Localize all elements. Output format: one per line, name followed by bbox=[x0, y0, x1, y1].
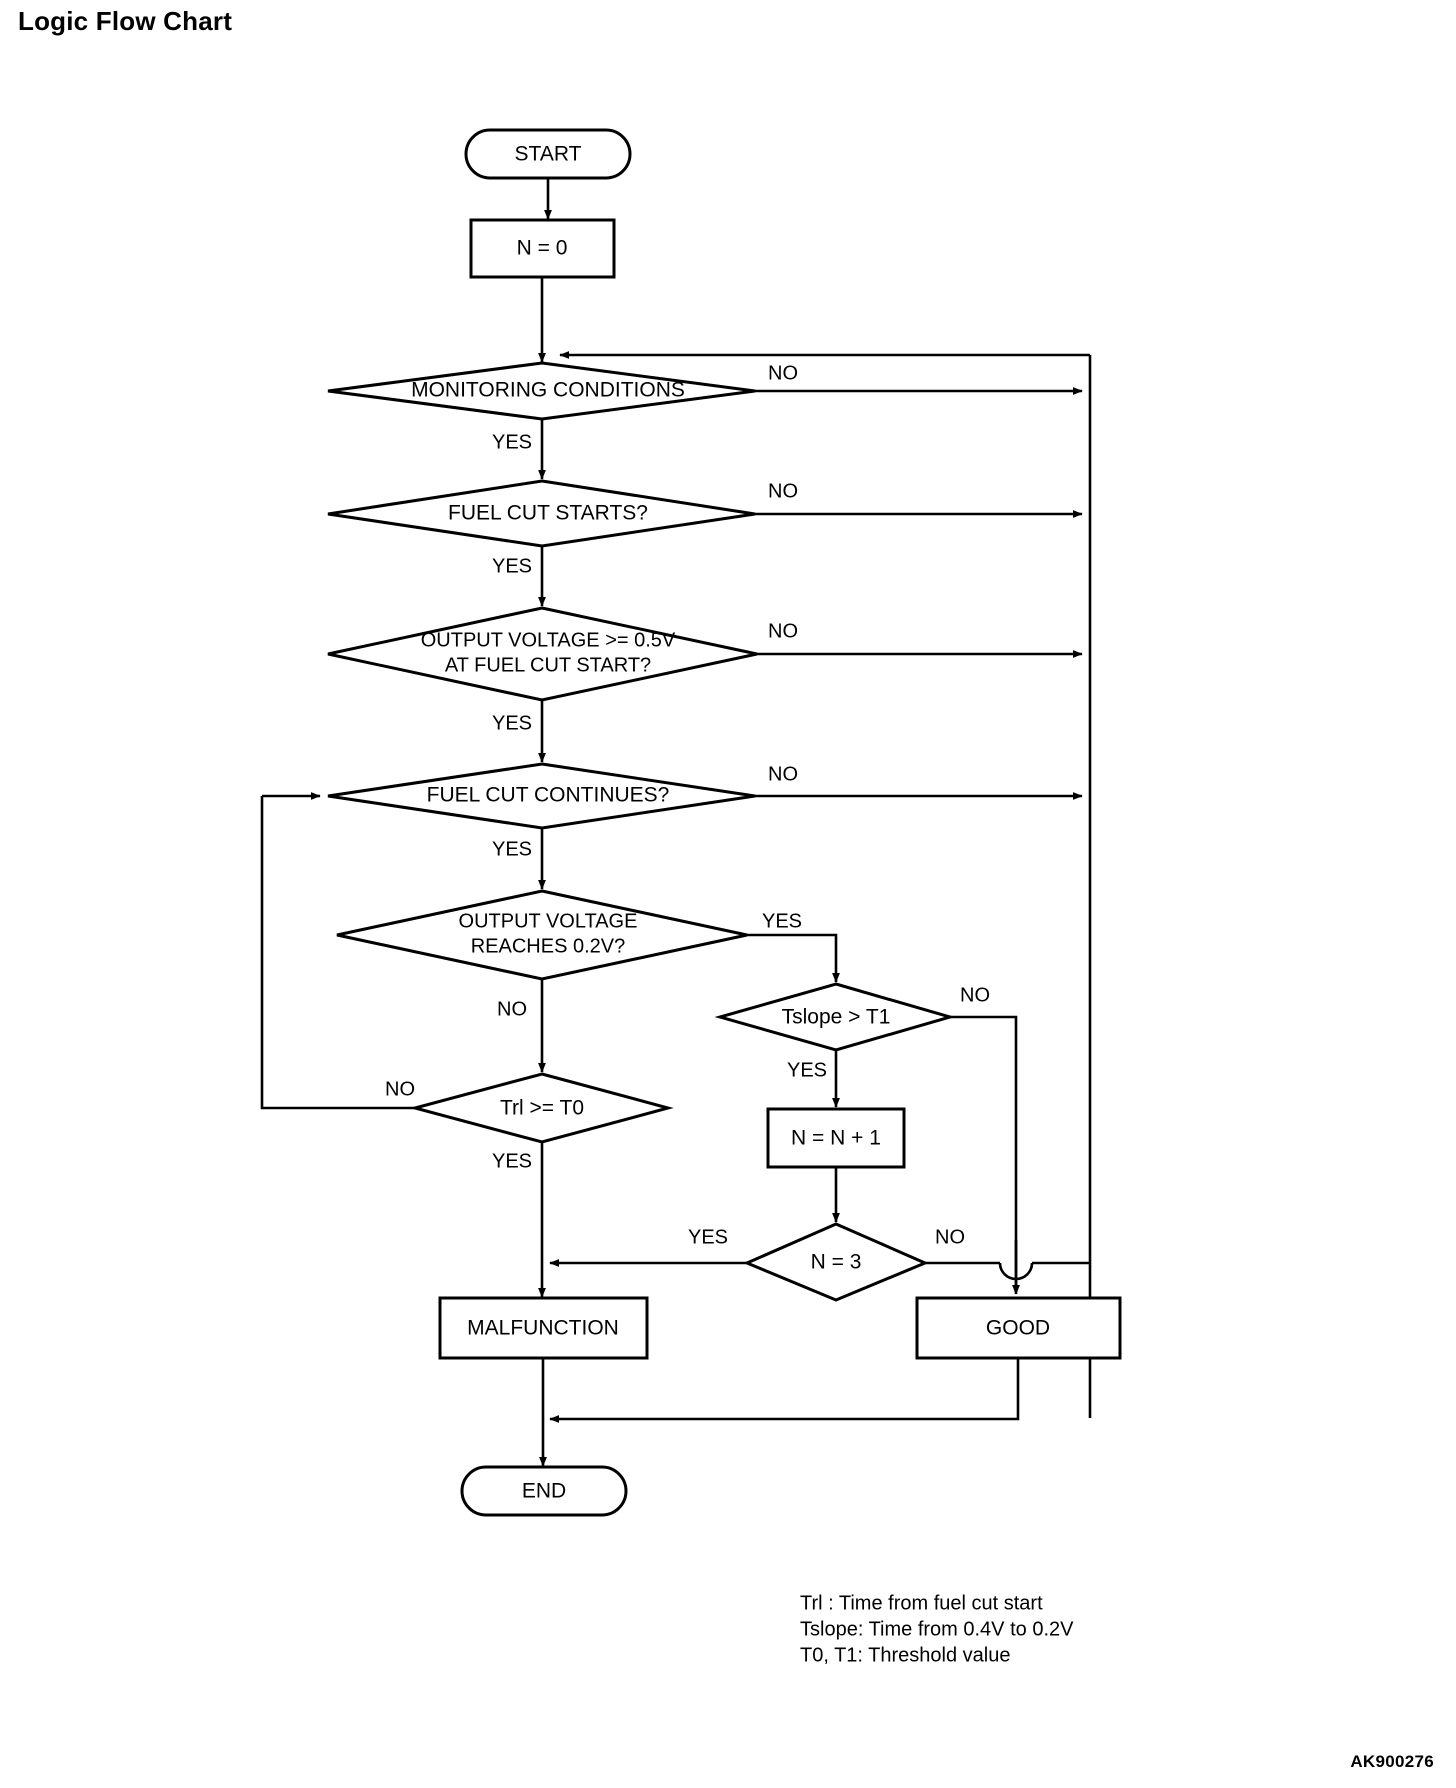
legend-line-3: T0, T1: Threshold value bbox=[800, 1644, 1011, 1666]
node-start-label: START bbox=[515, 143, 582, 166]
node-end: END bbox=[460, 1465, 628, 1517]
node-start: START bbox=[464, 128, 632, 180]
node-volt05-label-line1: OUTPUT VOLTAGE >= 0.5V bbox=[421, 629, 676, 651]
edge-label-fuelcutcont-no: NO bbox=[768, 763, 798, 785]
node-trl-label: Trl >= T0 bbox=[500, 1097, 584, 1120]
legend-line-1: Trl : Time from fuel cut start bbox=[800, 1592, 1043, 1614]
node-volt05: OUTPUT VOLTAGE >= 0.5V AT FUEL CUT START… bbox=[327, 606, 758, 702]
node-n0: N = 0 bbox=[469, 218, 616, 279]
node-volt02: OUTPUT VOLTAGE REACHES 0.2V? bbox=[336, 889, 748, 981]
node-monitoring: MONITORING CONDITIONS bbox=[327, 361, 756, 421]
edge-label-monitoring-no: NO bbox=[768, 362, 798, 384]
node-volt05-label-line2: AT FUEL CUT START? bbox=[445, 654, 651, 676]
edge-good-to-end bbox=[549, 1358, 1020, 1423]
node-good: GOOD bbox=[915, 1296, 1122, 1360]
node-n0-label: N = 0 bbox=[517, 237, 568, 260]
node-volt02-label-line2: REACHES 0.2V? bbox=[471, 935, 626, 957]
node-nplus1: N = N + 1 bbox=[766, 1107, 906, 1169]
node-monitoring-label: MONITORING CONDITIONS bbox=[411, 379, 685, 402]
edge-volt02-yes bbox=[747, 933, 840, 983]
node-good-label: GOOD bbox=[986, 1317, 1050, 1340]
edge-label-tslope-yes: YES bbox=[787, 1059, 827, 1081]
node-fuelcutcont-label: FUEL CUT CONTINUES? bbox=[427, 784, 670, 807]
edge-label-tslope-no: NO bbox=[960, 984, 990, 1006]
page-title: Logic Flow Chart bbox=[18, 6, 233, 36]
node-tslope-label: Tslope > T1 bbox=[782, 1006, 891, 1029]
node-end-label: END bbox=[522, 1480, 566, 1503]
edge-label-volt02-yes: YES bbox=[762, 910, 802, 932]
end-merge-bus bbox=[539, 1358, 1020, 1467]
node-fuelcutstart: FUEL CUT STARTS? bbox=[327, 479, 756, 548]
legend: Trl : Time from fuel cut start Tslope: T… bbox=[800, 1592, 1074, 1666]
edge-label-trl-no: NO bbox=[385, 1078, 415, 1100]
node-n3: N = 3 bbox=[743, 1222, 929, 1302]
node-volt02-label-line1: OUTPUT VOLTAGE bbox=[459, 910, 638, 932]
edge-label-fuelcutcont-yes: YES bbox=[492, 838, 532, 860]
edge-label-volt05-no: NO bbox=[768, 620, 798, 642]
no-return-bus bbox=[559, 351, 1092, 1418]
node-fuelcutcont: FUEL CUT CONTINUES? bbox=[327, 762, 756, 830]
edge-label-n3-yes: YES bbox=[688, 1226, 728, 1248]
node-trl: Trl >= T0 bbox=[409, 1072, 674, 1144]
node-malfunction: MALFUNCTION bbox=[438, 1296, 649, 1360]
edge-label-trl-yes: YES bbox=[492, 1150, 532, 1172]
edge-label-fuelcutstart-no: NO bbox=[768, 480, 798, 502]
node-malfunction-label: MALFUNCTION bbox=[467, 1317, 619, 1340]
edge-label-monitoring-yes: YES bbox=[492, 431, 532, 453]
edge-label-fuelcutstart-yes: YES bbox=[492, 555, 532, 577]
edge-trl-no bbox=[260, 796, 415, 1110]
node-fuelcutstart-label: FUEL CUT STARTS? bbox=[448, 502, 648, 525]
figure-code: AK900276 bbox=[1350, 1752, 1434, 1771]
edge-tslope-no bbox=[950, 1015, 1018, 1292]
edge-label-volt05-yes: YES bbox=[492, 712, 532, 734]
node-nplus1-label: N = N + 1 bbox=[791, 1127, 881, 1150]
node-n3-label: N = 3 bbox=[811, 1251, 862, 1274]
edge-label-n3-no: NO bbox=[935, 1226, 965, 1248]
legend-line-2: Tslope: Time from 0.4V to 0.2V bbox=[800, 1618, 1074, 1640]
edge-label-volt02-no: NO bbox=[497, 998, 527, 1020]
node-tslope: Tslope > T1 bbox=[714, 982, 956, 1052]
